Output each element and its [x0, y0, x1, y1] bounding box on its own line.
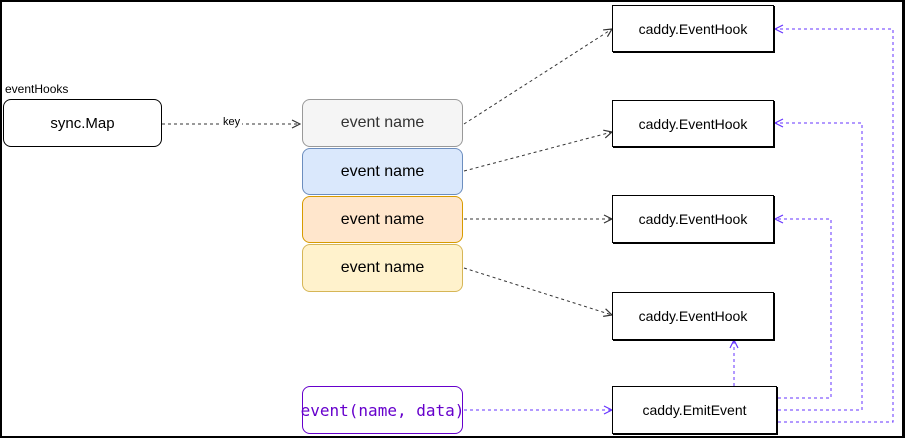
event-name-node-3: event name	[302, 196, 463, 243]
event-name-label-4: event name	[340, 259, 425, 276]
edge-event-4-to-hook-4	[463, 267, 612, 315]
event-hook-node-4: caddy.EventHook	[612, 292, 774, 340]
event-hook-label-3: caddy.EventHook	[638, 211, 748, 227]
event-hook-label-4: caddy.EventHook	[638, 308, 748, 324]
event-hook-node-2: caddy.EventHook	[612, 100, 774, 147]
edge-event-1-to-hook-1	[463, 29, 612, 125]
sync-map-node: sync.Map	[3, 99, 162, 147]
edge-event-2-to-hook-2	[463, 132, 612, 172]
event-name-label-2: event name	[340, 162, 425, 180]
event-name-node-2: event name	[302, 148, 463, 195]
event-hook-label-2: caddy.EventHook	[638, 115, 748, 132]
emit-event-node: caddy.EmitEvent	[612, 386, 777, 434]
emit-event-label: caddy.EmitEvent	[642, 402, 747, 418]
event-hook-node-1: caddy.EventHook	[612, 5, 774, 52]
event-call-node: event(name, data)	[300, 386, 465, 434]
key-edge-label: key	[221, 116, 243, 128]
event-call-label: event(name, data)	[300, 400, 465, 420]
edge-emit-to-hook-2	[775, 123, 863, 411]
event-hook-label-1: caddy.EventHook	[638, 20, 748, 37]
edge-emit-to-hook-1	[775, 29, 894, 423]
event-hook-node-3: caddy.EventHook	[612, 195, 774, 243]
edge-emit-to-hook-3	[775, 219, 832, 399]
event-name-node-4: event name	[302, 244, 463, 292]
map-caption: eventHooks	[5, 82, 69, 96]
event-name-node-1: event name	[302, 99, 463, 147]
event-name-label-3: event name	[340, 210, 425, 228]
sync-map-label: sync.Map	[50, 114, 115, 132]
event-name-label-1: event name	[340, 114, 425, 131]
